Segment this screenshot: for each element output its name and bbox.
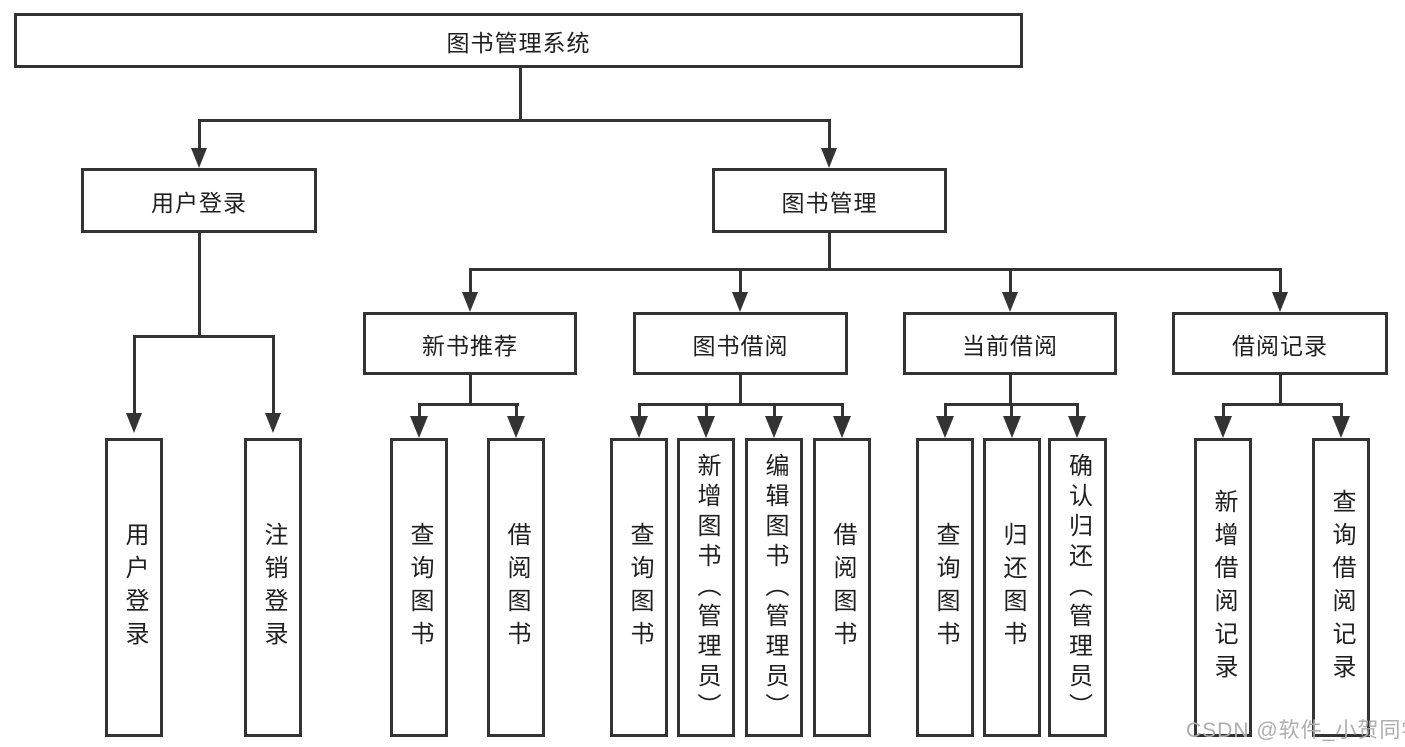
node-label: 当前借阅 bbox=[962, 332, 1058, 359]
node-borrowing-records: 借阅记录 bbox=[1172, 312, 1388, 375]
connector-line bbox=[841, 403, 844, 418]
leaf-query-books: 查询图书 bbox=[916, 438, 974, 737]
leaf-label: 新增图书（管理员） bbox=[693, 452, 720, 723]
arrow-down-icon bbox=[126, 413, 142, 433]
connector-line bbox=[1076, 403, 1079, 418]
node-label: 图书管理 bbox=[781, 189, 878, 216]
connector-line bbox=[1222, 403, 1342, 406]
leaf-label: 编辑图书（管理员） bbox=[761, 452, 788, 723]
arrow-down-icon bbox=[697, 416, 715, 438]
leaf-label: 归还图书 bbox=[999, 521, 1026, 654]
connector-line bbox=[944, 403, 947, 418]
node-label: 图书管理系统 bbox=[446, 29, 591, 56]
connector-line bbox=[133, 335, 275, 338]
leaf-borrow-books: 借阅图书 bbox=[487, 438, 545, 737]
leaf-confirm-return-admin: 确认归还（管理员） bbox=[1048, 438, 1107, 737]
leaf-label: 借阅图书 bbox=[829, 521, 856, 654]
leaf-query-books: 查询图书 bbox=[390, 438, 448, 737]
arrow-down-icon bbox=[191, 148, 207, 168]
leaf-label: 查询图书 bbox=[406, 521, 433, 654]
leaf-edit-books-admin: 编辑图书（管理员） bbox=[745, 438, 803, 737]
arrow-down-icon bbox=[732, 292, 748, 312]
arrow-down-icon bbox=[507, 416, 525, 438]
connector-line bbox=[1222, 403, 1225, 418]
connector-line bbox=[469, 268, 472, 294]
connector-line bbox=[418, 403, 421, 418]
arrow-down-icon bbox=[936, 416, 954, 438]
connector-line bbox=[773, 403, 776, 418]
leaf-label: 查询图书 bbox=[932, 521, 959, 654]
node-label: 图书借阅 bbox=[692, 332, 789, 359]
node-new-book-recommend: 新书推荐 bbox=[363, 312, 577, 375]
arrow-down-icon bbox=[1003, 416, 1021, 438]
arrow-down-icon bbox=[833, 416, 851, 438]
connector-line bbox=[828, 119, 831, 151]
arrow-down-icon bbox=[765, 416, 783, 438]
connector-line bbox=[469, 375, 472, 406]
connector-line bbox=[638, 403, 844, 406]
connector-line bbox=[418, 403, 519, 406]
arrow-down-icon bbox=[1068, 416, 1086, 438]
leaf-logout-login: 注销登录 bbox=[244, 438, 302, 737]
leaf-add-books-admin: 新增图书（管理员） bbox=[677, 438, 735, 737]
node-user-login: 用户登录 bbox=[81, 168, 317, 233]
connector-line bbox=[1340, 403, 1343, 418]
connector-line bbox=[1009, 268, 1012, 294]
node-label: 借阅记录 bbox=[1232, 332, 1328, 359]
node-label: 用户登录 bbox=[151, 189, 247, 216]
node-current-borrowing: 当前借阅 bbox=[903, 312, 1117, 375]
arrow-down-icon bbox=[821, 148, 837, 168]
leaf-user-login: 用户登录 bbox=[105, 438, 163, 737]
node-library-system: 图书管理系统 bbox=[14, 13, 1023, 68]
connector-line bbox=[705, 403, 708, 418]
leaf-borrow-books: 借阅图书 bbox=[813, 438, 871, 737]
node-book-management: 图书管理 bbox=[712, 168, 947, 233]
leaf-label: 查询借阅记录 bbox=[1328, 488, 1355, 687]
leaf-label: 新增借阅记录 bbox=[1210, 488, 1237, 687]
connector-line bbox=[1010, 403, 1013, 418]
leaf-return-books: 归还图书 bbox=[983, 438, 1041, 737]
connector-line bbox=[198, 233, 201, 338]
connector-line bbox=[272, 335, 275, 415]
leaf-query-borrow-record: 查询借阅记录 bbox=[1312, 438, 1370, 737]
leaf-label: 查询图书 bbox=[626, 521, 653, 654]
connector-line bbox=[828, 233, 831, 271]
leaf-label: 注销登录 bbox=[260, 521, 287, 654]
connector-line bbox=[1009, 375, 1012, 406]
node-book-borrowing: 图书借阅 bbox=[633, 312, 848, 375]
connector-line bbox=[638, 403, 641, 418]
arrow-down-icon bbox=[1214, 416, 1232, 438]
connector-line bbox=[1279, 375, 1282, 406]
connector-line bbox=[515, 403, 518, 418]
connector-line bbox=[519, 68, 522, 121]
arrow-down-icon bbox=[1272, 292, 1288, 312]
arrow-down-icon bbox=[265, 413, 281, 433]
connector-line bbox=[133, 335, 136, 415]
leaf-add-borrow-record: 新增借阅记录 bbox=[1194, 438, 1252, 737]
connector-line bbox=[198, 119, 831, 122]
node-label: 新书推荐 bbox=[422, 332, 518, 359]
arrow-down-icon bbox=[1332, 416, 1350, 438]
leaf-label: 借阅图书 bbox=[503, 521, 530, 654]
arrow-down-icon bbox=[630, 416, 648, 438]
leaf-query-books: 查询图书 bbox=[610, 438, 668, 737]
arrow-down-icon bbox=[1002, 292, 1018, 312]
csdn-watermark: CSDN @软件_小贺同学 bbox=[1186, 719, 1405, 742]
connector-line bbox=[739, 375, 742, 406]
arrow-down-icon bbox=[410, 416, 428, 438]
connector-line bbox=[469, 268, 1282, 271]
leaf-label: 确认归还（管理员） bbox=[1064, 452, 1092, 723]
connector-line bbox=[1279, 268, 1282, 294]
arrow-down-icon bbox=[462, 292, 478, 312]
connector-line bbox=[198, 119, 201, 151]
leaf-label: 用户登录 bbox=[121, 521, 148, 654]
connector-line bbox=[739, 268, 742, 294]
